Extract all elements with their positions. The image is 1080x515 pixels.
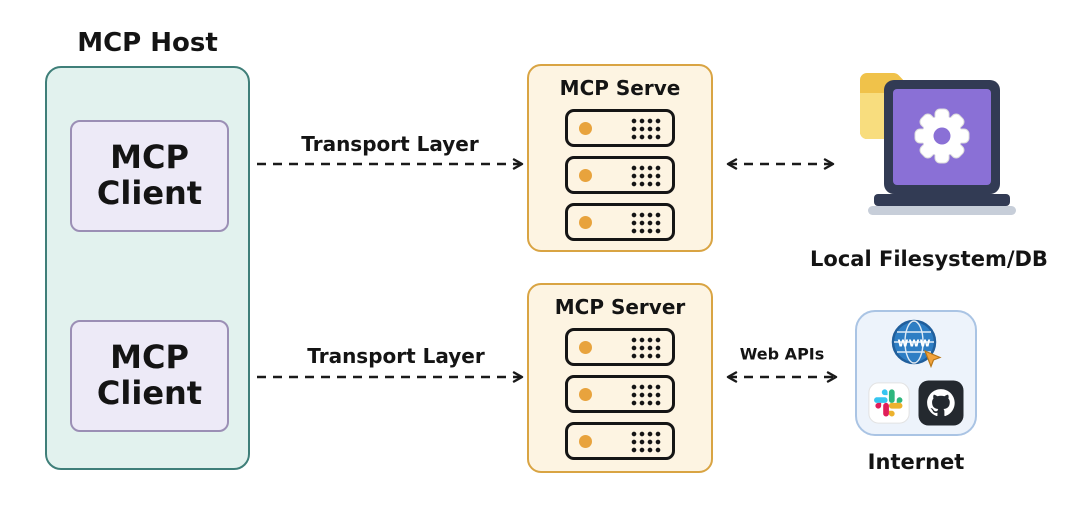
- gear-icon: [914, 108, 970, 164]
- local-filesystem-illustration: [860, 72, 1016, 215]
- server-rack-stack: [565, 328, 675, 460]
- rack-vent-dots: [630, 210, 661, 234]
- server-rack-icon: [565, 156, 675, 194]
- mcp-server-title: MCP Server: [554, 295, 686, 319]
- mcp-client-label-line1: MCP: [110, 138, 189, 177]
- mcp-client-box: MCP Client: [70, 320, 229, 432]
- rack-led-dot: [579, 121, 592, 135]
- web-apis-label: Web APIs: [739, 344, 825, 364]
- mcp-server-title: MCP Serve: [559, 76, 681, 100]
- server-rack-icon: [565, 203, 675, 241]
- server-rack-icon: [565, 328, 675, 366]
- github-icon: [918, 380, 964, 426]
- rack-led-dot: [579, 215, 592, 229]
- slack-icon: [868, 382, 910, 424]
- rack-led-dot: [579, 168, 592, 182]
- host-title: MCP Host: [77, 28, 218, 58]
- server-rack-icon: [565, 375, 675, 413]
- rack-vent-dots: [630, 382, 661, 406]
- transport-layer-label-top: Transport Layer: [301, 132, 479, 156]
- mcp-client-box: MCP Client: [70, 120, 229, 232]
- server-rack-icon: [565, 422, 675, 460]
- rack-led-dot: [579, 434, 592, 448]
- mcp-host-box: MCP Client MCP Client: [45, 66, 250, 470]
- cursor-icon: [923, 349, 942, 369]
- globe-www-icon: www: [891, 319, 942, 369]
- local-filesystem-label: Local Filesystem/DB: [810, 247, 1048, 271]
- internet-box: www: [855, 310, 977, 436]
- rack-vent-dots: [630, 335, 661, 359]
- rack-vent-dots: [630, 116, 661, 140]
- mcp-client-label-line2: Client: [96, 374, 203, 412]
- rack-led-dot: [579, 387, 592, 401]
- mcp-server-box-top: MCP Serve: [527, 64, 713, 252]
- mcp-client-label-line1: MCP: [110, 338, 189, 377]
- rack-vent-dots: [630, 163, 661, 187]
- server-rack-icon: [565, 109, 675, 147]
- globe-www-text: www: [897, 336, 930, 350]
- internet-label: Internet: [867, 450, 965, 474]
- mcp-client-label-line2: Client: [96, 174, 203, 212]
- rack-led-dot: [579, 340, 592, 354]
- server-rack-stack: [565, 109, 675, 241]
- transport-layer-label-bottom: Transport Layer: [307, 344, 485, 368]
- rack-vent-dots: [630, 429, 661, 453]
- mcp-server-box-bottom: MCP Server: [527, 283, 713, 473]
